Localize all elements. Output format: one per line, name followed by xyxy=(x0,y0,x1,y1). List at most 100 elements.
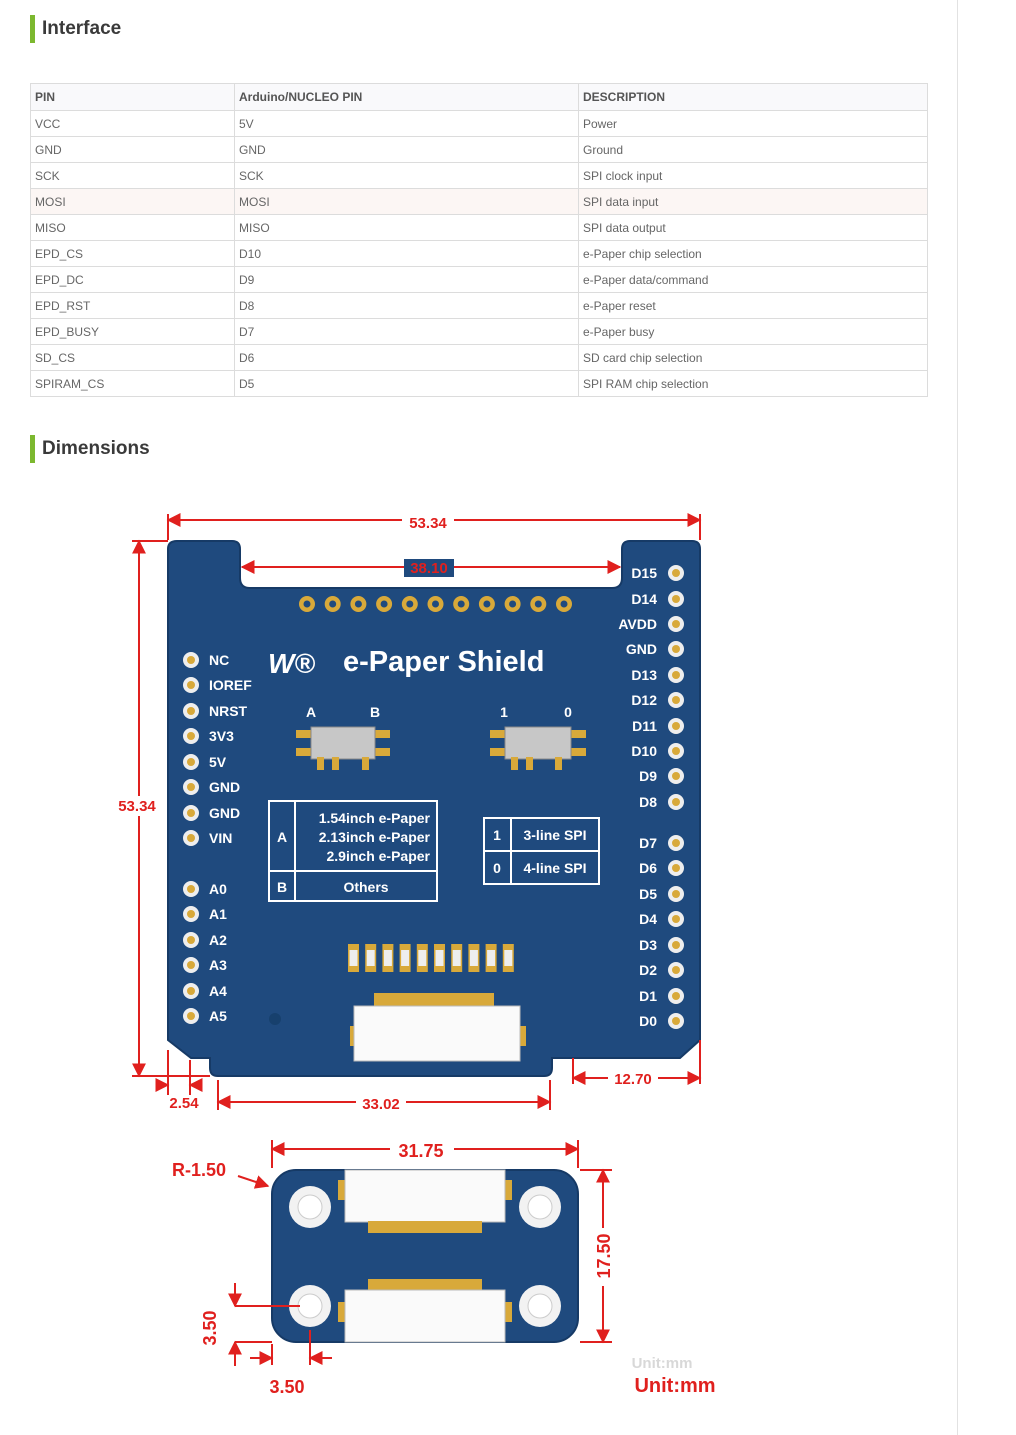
dimension-right-offset: 12.70 xyxy=(614,1071,652,1088)
arduino-pin-cell: MISO xyxy=(234,214,579,241)
pin-pad xyxy=(668,616,684,632)
arduino-pin-cell: D7 xyxy=(234,318,579,345)
dimensions-heading: Dimensions xyxy=(30,435,150,463)
gold-pad xyxy=(376,596,393,612)
arduino-pin-cell: GND xyxy=(234,136,579,163)
pin-pad xyxy=(183,805,199,821)
gold-pad xyxy=(556,596,572,612)
description-cell: e-Paper chip selection xyxy=(578,240,928,267)
gold-pad xyxy=(350,596,367,612)
resistor xyxy=(468,944,480,972)
left-pin-label: 5V xyxy=(209,754,227,770)
mounting-hole xyxy=(269,1013,281,1025)
pin-pad xyxy=(668,835,684,851)
board-title: e-Paper Shield xyxy=(343,646,544,678)
pin-pad xyxy=(183,652,199,668)
right-pin-label: D5 xyxy=(639,886,657,902)
pin-pad xyxy=(668,591,684,607)
dimension-left-offset: 2.54 xyxy=(169,1095,199,1112)
right-pin-label: D13 xyxy=(631,667,657,683)
resistor xyxy=(382,944,394,972)
left-pin-label: A5 xyxy=(209,1008,227,1024)
pin-pad xyxy=(668,743,684,759)
pin-cell: EPD_DC xyxy=(30,266,235,293)
description-cell: e-Paper data/command xyxy=(578,266,928,293)
page-divider xyxy=(957,0,958,1435)
pin-pad xyxy=(183,1008,199,1024)
spi-select-table: 1 3-line SPI 0 4-line SPI xyxy=(483,817,600,885)
adapter-dimension-lines xyxy=(228,1140,612,1366)
spi-row-1-value: 3-line SPI xyxy=(523,827,586,843)
dimension-notch-width: 38.10 xyxy=(410,560,448,577)
column-header-description: DESCRIPTION xyxy=(578,83,928,111)
switch-label-b: B xyxy=(370,704,380,720)
right-pin-label: D10 xyxy=(631,743,657,759)
screen-option-3: 2.9inch e-Paper xyxy=(327,848,431,864)
pin-cell: MISO xyxy=(30,214,235,241)
arduino-pin-cell: SCK xyxy=(234,162,579,189)
screen-option-1: 1.54inch e-Paper xyxy=(319,810,431,826)
arduino-pin-cell: D10 xyxy=(234,240,579,267)
left-pin-label: GND xyxy=(209,805,240,821)
spi-row-1-key: 1 xyxy=(493,827,501,843)
pin-pad xyxy=(668,911,684,927)
arduino-pin-cell: D5 xyxy=(234,370,579,397)
right-pin-label: D0 xyxy=(639,1013,657,1029)
resistor xyxy=(348,944,359,972)
unit-label-ghost: Unit:mm xyxy=(632,1355,693,1372)
pin-pad xyxy=(668,692,684,708)
screen-option-2: 2.13inch e-Paper xyxy=(319,829,431,845)
description-cell: SPI data output xyxy=(578,214,928,241)
table-header-row: PIN Arduino/NUCLEO PIN DESCRIPTION xyxy=(30,83,928,111)
pin-pad xyxy=(183,779,199,795)
right-pin-label: D8 xyxy=(639,794,657,810)
pin-pad xyxy=(183,728,199,744)
pin-pad xyxy=(668,937,684,953)
dimension-adapter-width: 31.75 xyxy=(398,1141,443,1161)
pin-cell: SCK xyxy=(30,162,235,189)
pin-cell: VCC xyxy=(30,110,235,137)
pin-pad xyxy=(668,962,684,978)
right-pin-label: D3 xyxy=(639,937,657,953)
interface-heading: Interface xyxy=(30,15,121,43)
left-pin-label: NRST xyxy=(209,703,248,719)
column-header-arduino-pin: Arduino/NUCLEO PIN xyxy=(234,83,579,111)
gold-pad xyxy=(504,596,521,612)
left-pin-label: IOREF xyxy=(209,677,252,693)
pin-pad xyxy=(668,988,684,1004)
switch-label-1: 1 xyxy=(500,704,508,720)
pin-pad xyxy=(668,565,684,581)
description-cell: e-Paper busy xyxy=(578,318,928,345)
pin-pad xyxy=(183,906,199,922)
description-cell: Power xyxy=(578,110,928,137)
header-pads xyxy=(299,596,572,612)
arduino-pin-cell: D9 xyxy=(234,266,579,293)
pin-pad xyxy=(668,641,684,657)
resistor xyxy=(434,944,445,972)
pin-pad xyxy=(668,667,684,683)
pin-cell: EPD_RST xyxy=(30,292,235,319)
right-pin-label: D9 xyxy=(639,768,657,784)
left-pin-label: VIN xyxy=(209,830,232,846)
left-pin-label: A3 xyxy=(209,957,227,973)
row-label-b: B xyxy=(277,879,287,895)
pin-cell: SPIRAM_CS xyxy=(30,370,235,397)
pin-pad xyxy=(668,768,684,784)
right-pin-label: GND xyxy=(626,641,657,657)
description-cell: SPI clock input xyxy=(578,162,928,189)
waveshare-logo-icon: W® xyxy=(268,648,315,679)
right-pin-label: D4 xyxy=(639,911,657,927)
dimension-total-width: 53.34 xyxy=(409,515,447,532)
pin-cell: EPD_CS xyxy=(30,240,235,267)
gold-pad xyxy=(453,596,470,612)
interface-switch-10: 1 0 xyxy=(490,704,586,770)
right-pin-label: D1 xyxy=(639,988,657,1004)
